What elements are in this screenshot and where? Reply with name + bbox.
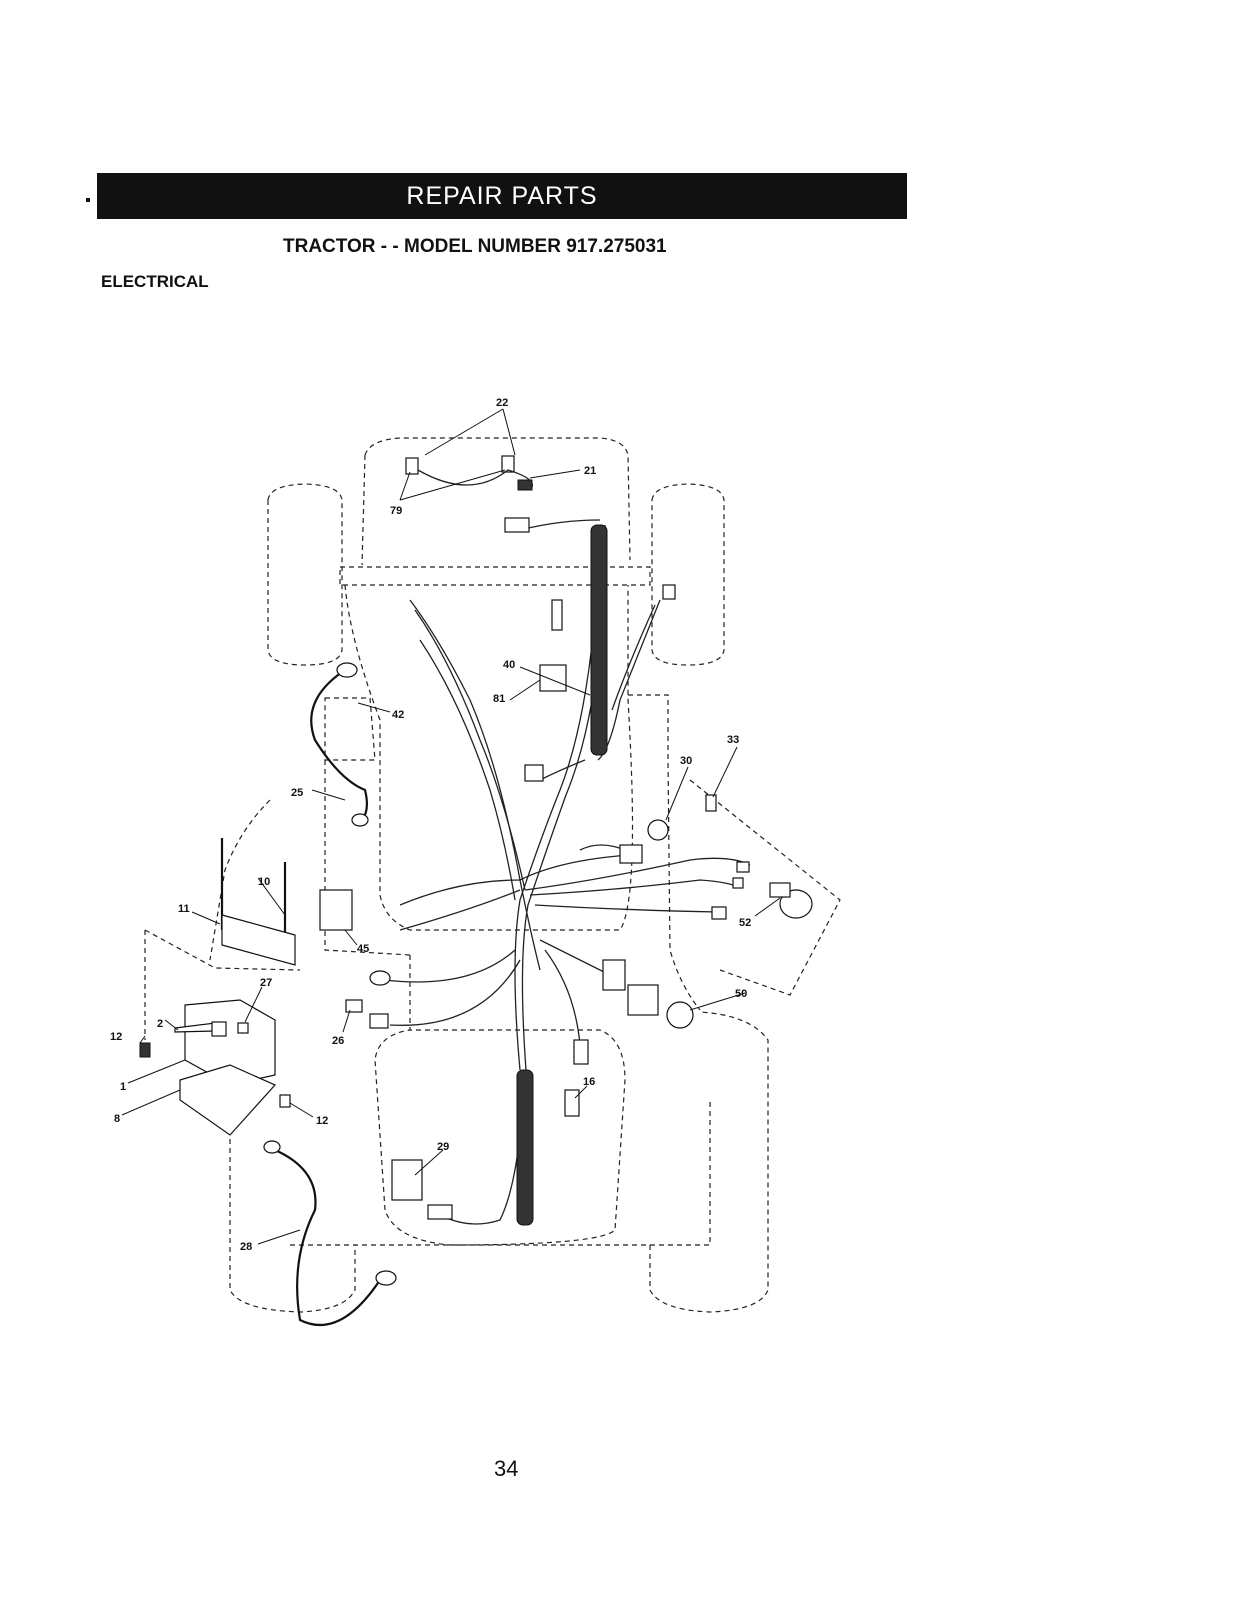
callout-8: 8 xyxy=(114,1113,120,1125)
callout-42: 42 xyxy=(392,709,404,721)
callout-45: 45 xyxy=(357,943,369,955)
callout-27: 27 xyxy=(260,977,272,989)
callout-25: 25 xyxy=(291,787,303,799)
callout-12-right: 12 xyxy=(316,1115,328,1127)
callout-81: 81 xyxy=(493,693,505,705)
callout-40: 40 xyxy=(503,659,515,671)
page-number: 34 xyxy=(494,1456,518,1482)
callout-30: 30 xyxy=(680,755,692,767)
callout-12-left: 12 xyxy=(110,1031,122,1043)
callout-16: 16 xyxy=(583,1076,595,1088)
battery-cables xyxy=(275,670,380,1325)
components xyxy=(140,456,812,1285)
callout-28: 28 xyxy=(240,1241,252,1253)
callout-29: 29 xyxy=(437,1141,449,1153)
callout-22: 22 xyxy=(496,397,508,409)
tractor-outline xyxy=(145,438,840,1312)
callout-1: 1 xyxy=(120,1081,126,1093)
callout-52: 52 xyxy=(739,917,751,929)
callout-21: 21 xyxy=(584,465,596,477)
wiring-harness xyxy=(385,520,750,1224)
callout-11: 11 xyxy=(178,903,190,915)
callout-2: 2 xyxy=(157,1018,163,1030)
callout-10: 10 xyxy=(258,876,270,888)
callout-50: 50 xyxy=(735,988,747,1000)
callout-79: 79 xyxy=(390,505,402,517)
callout-33: 33 xyxy=(727,734,739,746)
callout-26: 26 xyxy=(332,1035,344,1047)
